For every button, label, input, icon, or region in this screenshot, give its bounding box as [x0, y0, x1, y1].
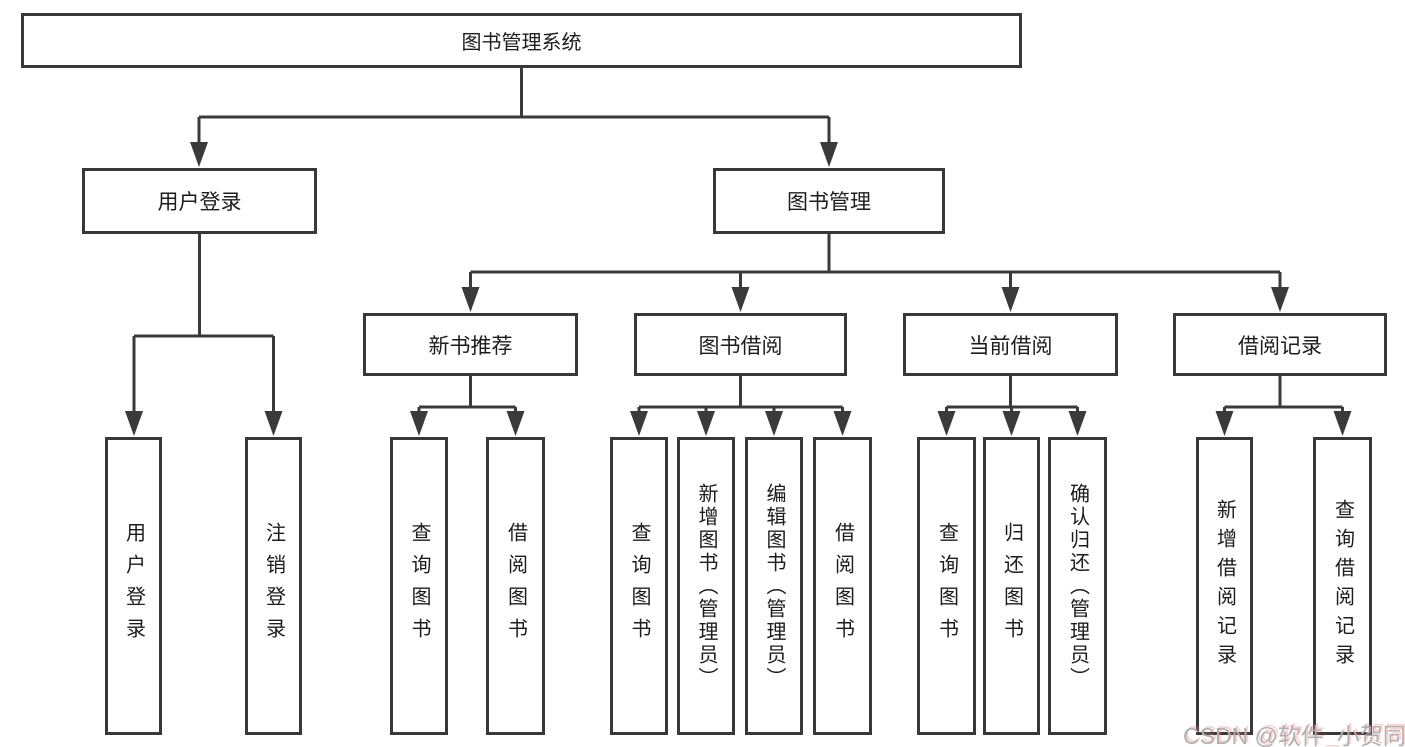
- node-library-management-system: 图书管理系统: [21, 13, 1022, 68]
- node-label: 编辑图书（管理员）: [763, 482, 785, 690]
- node-label: 用户登录: [122, 522, 145, 650]
- node-leaf-add-borrow-record: 新增借阅记录: [1196, 437, 1253, 735]
- node-leaf-query-borrow-record: 查询借阅记录: [1313, 437, 1372, 735]
- node-label: 图书管理: [787, 191, 871, 214]
- node-leaf-borrow-books-borrowing: 借阅图书: [813, 437, 872, 735]
- node-leaf-edit-books-admin: 编辑图书（管理员）: [745, 437, 803, 735]
- node-label: 注销登录: [262, 522, 285, 650]
- arrow-head: [410, 411, 428, 436]
- node-user-login-branch: 用户登录: [82, 168, 317, 234]
- node-label: 查询图书: [935, 522, 958, 650]
- node-label: 新增图书（管理员）: [695, 482, 717, 690]
- arrow-head: [125, 411, 143, 436]
- arrow-head: [1215, 411, 1234, 436]
- node-book-management-branch: 图书管理: [713, 168, 945, 234]
- connector-new-book-recommend: [417, 376, 517, 413]
- node-label: 新增借阅记录: [1213, 499, 1236, 673]
- node-label: 借阅记录: [1238, 334, 1322, 358]
- arrow-head: [1002, 411, 1021, 436]
- node-label: 归还图书: [1000, 522, 1023, 650]
- node-label: 图书借阅: [698, 334, 783, 358]
- arrow-head: [937, 411, 956, 436]
- connector-root: [197, 68, 831, 144]
- node-label: 当前借阅: [968, 334, 1053, 358]
- node-new-book-recommend: 新书推荐: [363, 313, 578, 376]
- node-label: 查询图书: [408, 522, 430, 650]
- node-leaf-user-login: 用户登录: [105, 437, 162, 735]
- connector-user-login: [132, 234, 275, 413]
- node-current-borrowing: 当前借阅: [903, 313, 1118, 376]
- arrow-head: [1001, 287, 1020, 312]
- arrow-head: [1068, 411, 1087, 436]
- connector-current-borrowing: [945, 376, 1079, 413]
- node-label: 确认归还（管理员）: [1066, 482, 1089, 690]
- arrow-head: [820, 142, 838, 167]
- node-label: 查询借阅记录: [1331, 499, 1354, 673]
- node-label: 新书推荐: [428, 334, 513, 358]
- node-label: 借阅图书: [504, 522, 527, 650]
- arrow-head: [697, 411, 715, 436]
- csdn-watermark: CSDN @软件_小贺同学: [1183, 723, 1405, 747]
- node-leaf-confirm-return-admin: 确认归还（管理员）: [1048, 437, 1107, 735]
- node-label: 借阅图书: [831, 522, 854, 650]
- node-borrowing-records: 借阅记录: [1173, 313, 1387, 376]
- node-leaf-query-books-current: 查询图书: [917, 437, 976, 735]
- arrow-head: [264, 411, 283, 436]
- connector-book-borrowing: [637, 376, 844, 413]
- node-leaf-add-books-admin: 新增图书（管理员）: [677, 437, 735, 735]
- arrow-head: [1333, 411, 1352, 436]
- node-label: 图书管理系统: [461, 32, 582, 54]
- arrow-head: [461, 287, 480, 312]
- node-leaf-return-books: 归还图书: [983, 437, 1040, 735]
- node-leaf-borrow-books-recommend: 借阅图书: [486, 437, 545, 735]
- connector-book-management: [469, 234, 1282, 289]
- arrow-head: [190, 142, 208, 167]
- arrow-head: [765, 411, 783, 436]
- arrow-head: [833, 411, 852, 436]
- node-leaf-query-books-borrowing: 查询图书: [610, 437, 668, 735]
- node-label: 查询图书: [628, 522, 650, 650]
- arrow-head: [506, 411, 525, 436]
- node-leaf-query-books-recommend: 查询图书: [390, 437, 448, 735]
- connector-borrowing-records: [1223, 376, 1344, 413]
- node-book-borrowing: 图书借阅: [634, 313, 847, 376]
- node-leaf-logout: 注销登录: [245, 437, 302, 735]
- arrow-head: [1271, 287, 1289, 312]
- arrow-head: [731, 287, 750, 312]
- arrow-head: [630, 411, 648, 436]
- node-label: 用户登录: [157, 191, 242, 214]
